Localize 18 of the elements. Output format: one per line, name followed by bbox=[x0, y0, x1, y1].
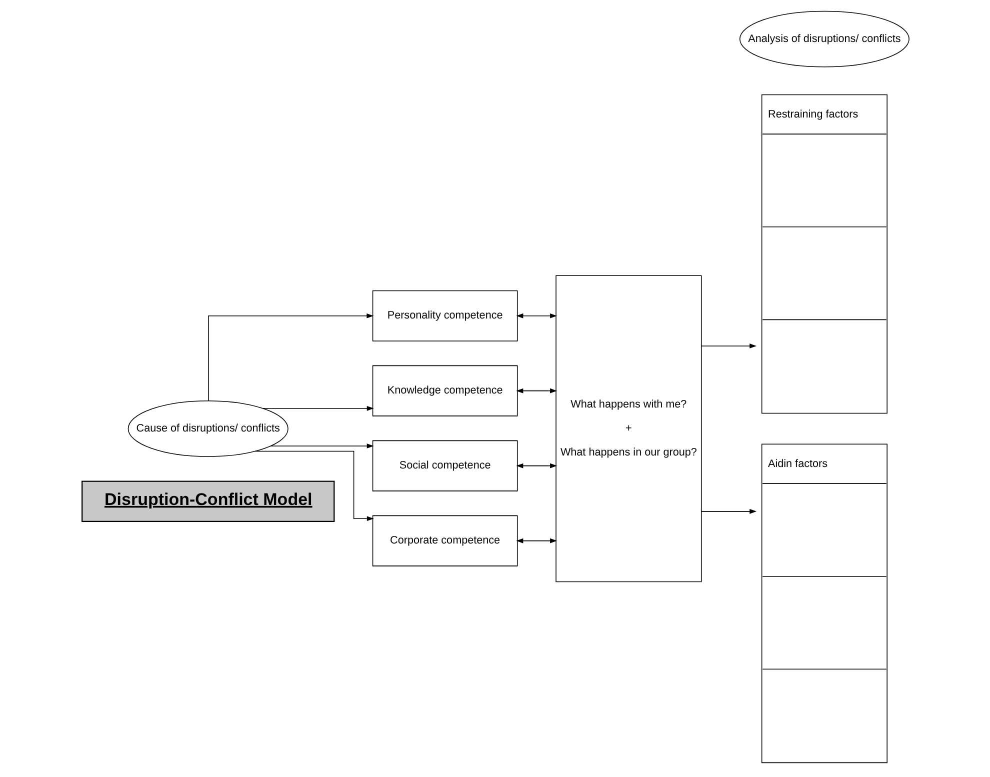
node-box: Knowledge competence bbox=[372, 365, 518, 416]
arrow bbox=[516, 313, 557, 318]
arrow bbox=[208, 313, 374, 402]
arrow bbox=[516, 463, 557, 468]
node-box: Disruption-Conflict Model bbox=[81, 480, 334, 522]
arrow bbox=[516, 538, 557, 544]
node-box: Corporate competence bbox=[372, 515, 518, 566]
arrow bbox=[700, 508, 756, 514]
node-ellipse: Analysis of disruptions/ conflicts bbox=[738, 10, 909, 68]
arrow bbox=[516, 388, 557, 394]
arrow bbox=[254, 450, 374, 522]
node-ellipse: Cause of disruptions/ conflicts bbox=[127, 400, 288, 457]
arrow bbox=[700, 344, 756, 348]
node-box: Social competence bbox=[372, 440, 518, 492]
arrow bbox=[270, 444, 374, 448]
node-box: Personality competence bbox=[372, 290, 518, 342]
node-box: What happens with me? + What happens in our group? bbox=[555, 275, 702, 582]
arrow bbox=[262, 406, 374, 411]
